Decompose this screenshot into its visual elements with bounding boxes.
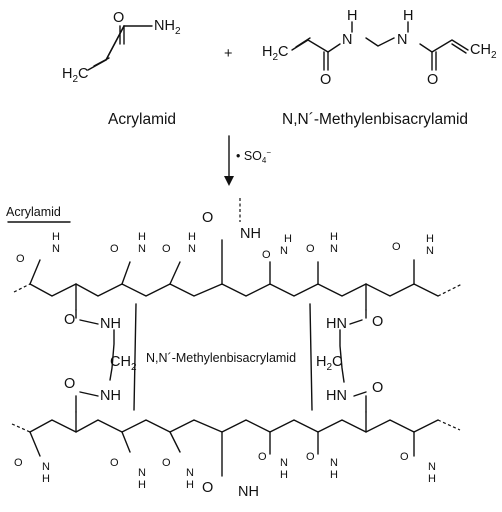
crosslinker-h-right: H — [403, 8, 413, 24]
crosslinker-brace: N,N´-Methylenbisacrylamid — [133, 303, 313, 411]
acrylamide-label: Acrylamid — [108, 111, 176, 128]
top-o-3: O — [162, 243, 171, 255]
bottom-h2-7: H — [428, 473, 436, 485]
initiator-label: • SO4− — [236, 148, 271, 165]
top-nh-4: NH — [240, 226, 261, 242]
bottom-o-2: O — [110, 457, 119, 469]
top-n-6: N — [330, 243, 338, 255]
top-amide-groups: O H N O H N O H N O NH H N O H N O O H N — [16, 210, 434, 265]
bottom-n-3: N — [186, 467, 194, 479]
bottom-amide-groups: O N H O N H O N H O NH O N H O N H O N H — [14, 451, 436, 500]
bottom-h2-5: H — [280, 469, 288, 481]
crosslinker-vinyl-left: H2C — [262, 44, 289, 63]
top-n-1: N — [52, 243, 60, 255]
top-h2-2: H — [138, 231, 146, 243]
crosslinker-n-right: N — [397, 32, 407, 48]
bottom-n-6: N — [330, 457, 338, 469]
right-crosslink-h2c: H2C — [316, 354, 343, 373]
bottom-o-7: O — [400, 451, 409, 463]
bottom-o-4: O — [202, 480, 213, 496]
left-crosslink-o-bottom: O — [64, 376, 75, 392]
top-o-6: O — [306, 243, 315, 255]
left-crosslink-o-top: O — [64, 312, 75, 328]
crosslinker-n-left: N — [342, 32, 352, 48]
left-crosslink-nh-top: NH — [100, 316, 121, 332]
polymer-acrylamide-unit-label: Acrylamid — [6, 205, 61, 219]
bottom-h2-3: H — [186, 479, 194, 491]
top-n-3: N — [188, 243, 196, 255]
top-o-1: O — [16, 253, 25, 265]
left-crosslink-nh-bottom: NH — [100, 388, 121, 404]
methylenebisacrylamide-label: N,N´-Methylenbisacrylamid — [282, 111, 468, 128]
right-crosslink-hn-top: HN — [326, 316, 347, 332]
bottom-polymer-chain — [11, 411, 461, 477]
bottom-n-2: N — [138, 467, 146, 479]
acrylamide-amide-group: NH2 — [154, 18, 181, 37]
acrylamide-structure: O NH2 H2C Acrylamid — [62, 10, 181, 128]
left-crosslink-ch2: CH2 — [110, 354, 137, 373]
top-h2-5: H — [284, 233, 292, 245]
right-crosslink-hn-bottom: HN — [326, 388, 347, 404]
crosslinker-oxygen-right: O — [427, 72, 438, 88]
bottom-o-1: O — [14, 457, 23, 469]
methylenebisacrylamide-structure: H H N N O O H2C CH2 N,N´-Methylenbisacry… — [262, 8, 497, 128]
right-crosslink-o-top: O — [372, 314, 383, 330]
top-n-2: N — [138, 243, 146, 255]
top-h2-3: H — [188, 231, 196, 243]
top-polymer-chain — [13, 198, 463, 311]
acrylamide-oxygen: O — [113, 10, 124, 26]
plus-sign: + — [224, 46, 232, 62]
top-n-7: N — [426, 245, 434, 257]
top-h2-7: H — [426, 233, 434, 245]
crosslinker-oxygen-left: O — [320, 72, 331, 88]
crosslinker-h-left: H — [347, 8, 357, 24]
bottom-o-5: O — [258, 451, 267, 463]
top-o-5: O — [262, 249, 271, 261]
bottom-n-7: N — [428, 461, 436, 473]
bottom-o-3: O — [162, 457, 171, 469]
top-o-7: O — [392, 241, 401, 253]
bottom-h2-2: H — [138, 479, 146, 491]
bottom-n-1: N — [42, 461, 50, 473]
arrowhead-icon — [224, 176, 234, 186]
top-o-2: O — [110, 243, 119, 255]
left-crosslink: O NH CH2 NH O — [64, 309, 137, 413]
bottom-o-6: O — [306, 451, 315, 463]
acrylamide-vinyl-group: H2C — [62, 66, 89, 85]
polymer-crosslinker-label: N,N´-Methylenbisacrylamid — [146, 351, 296, 365]
bottom-n-5: N — [280, 457, 288, 469]
bottom-h2-6: H — [330, 469, 338, 481]
crosslinker-vinyl-right: CH2 — [470, 42, 497, 61]
right-crosslink: O HN H2C HN O — [316, 309, 383, 413]
top-h2-1: H — [52, 231, 60, 243]
top-n-5: N — [280, 245, 288, 257]
top-o-4: O — [202, 210, 213, 226]
right-crosslink-o-bottom: O — [372, 380, 383, 396]
top-h2-6: H — [330, 231, 338, 243]
bottom-nh-4: NH — [238, 484, 259, 500]
bottom-h2-1: H — [42, 473, 50, 485]
reaction-arrow: • SO4− — [224, 135, 271, 186]
